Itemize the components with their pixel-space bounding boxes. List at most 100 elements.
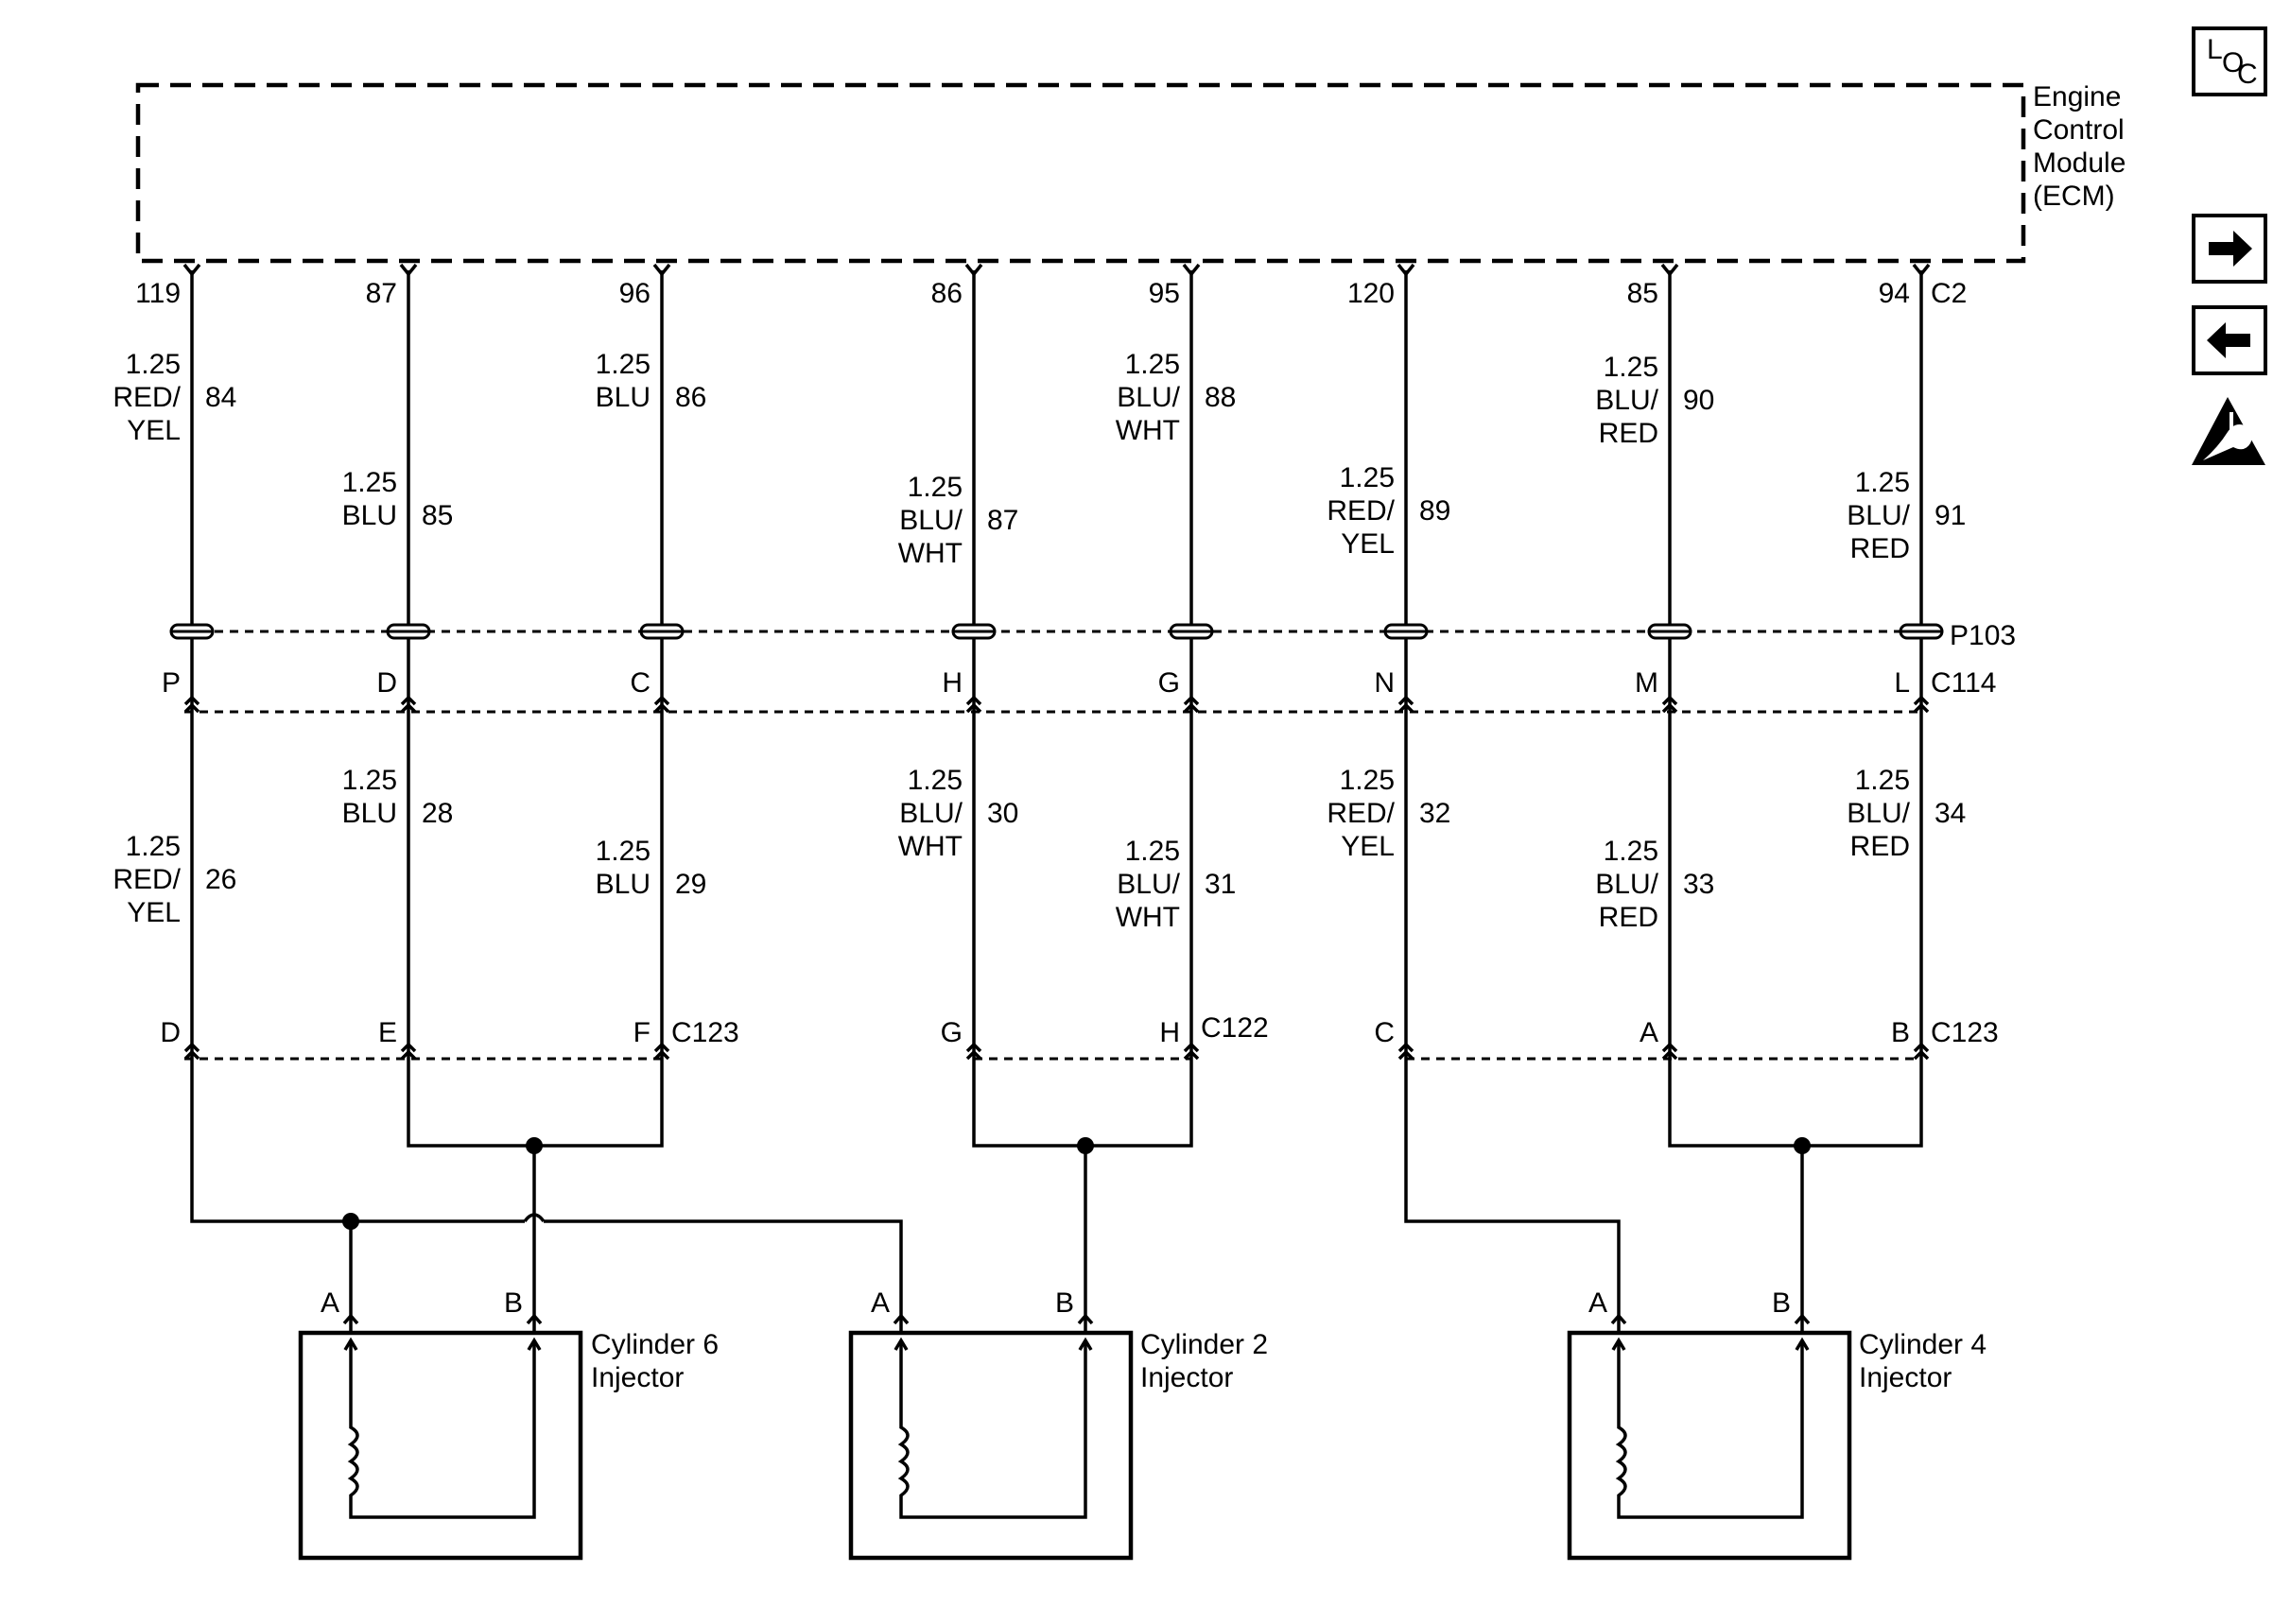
wire-gauge-86: 1.25 <box>596 349 651 380</box>
ecm-pin-terminal-85 <box>1660 263 1679 277</box>
c114-terminal-L <box>1913 695 1930 714</box>
injector-connector-pin-D: D <box>160 1017 181 1048</box>
injector-body <box>848 1330 1134 1561</box>
c123-left-label: C123 <box>671 1017 739 1048</box>
injector-terminal-b <box>1794 1313 1811 1325</box>
ecm-pin-terminal-95 <box>1182 263 1201 277</box>
circuit-number-85: 85 <box>422 500 453 531</box>
injector-connector-pin-F: F <box>633 1017 651 1048</box>
wire-color-84-1: YEL <box>127 415 181 446</box>
wire-gauge-29: 1.25 <box>596 836 651 867</box>
wire-color-34-0: BLU/ <box>1847 798 1910 829</box>
injector-pin-b-label: B <box>504 1287 523 1319</box>
wire-color-90-1: RED <box>1599 418 1658 449</box>
c123-right-label: C123 <box>1931 1017 1999 1048</box>
c114-terminal-D <box>400 695 417 714</box>
c114-pin-P: P <box>162 667 181 699</box>
connector-terminal-33 <box>1661 1042 1678 1061</box>
c114-pin-C: C <box>630 667 651 699</box>
wire-32-harness <box>1404 1059 1621 1319</box>
injector-connector-pin-A: A <box>1640 1017 1658 1048</box>
ecm-pin-terminal-87 <box>399 263 418 277</box>
ecm-label-line-3: Module <box>2033 147 2126 179</box>
ecm-pin-terminal-119 <box>182 263 201 277</box>
injector-pin-b-label: B <box>1772 1287 1791 1319</box>
injector-pin-a-label: A <box>871 1287 890 1319</box>
ecm-pin-label-95: 95 <box>1149 278 1180 309</box>
injector-inner-terminals <box>894 1337 1093 1351</box>
location-icon-l: L <box>2207 34 2223 65</box>
circuit-number-29: 29 <box>675 869 706 900</box>
ecm-pin-label-85: 85 <box>1627 278 1658 309</box>
c114-terminal-C <box>653 695 670 714</box>
injector-body <box>298 1330 583 1561</box>
circuit-number-90: 90 <box>1683 385 1714 416</box>
injector-harness <box>190 1059 1923 1319</box>
injector-terminal-b <box>1077 1313 1094 1325</box>
location-icon-frame <box>2192 26 2267 96</box>
arrow-left-icon <box>2207 322 2250 358</box>
circuit-number-33: 33 <box>1683 869 1714 900</box>
ecm-pin-terminal-86 <box>964 263 983 277</box>
c114-terminal-N <box>1397 695 1414 714</box>
wire-color-90-0: BLU/ <box>1595 385 1658 416</box>
c114-terminal-H <box>965 695 982 714</box>
injector-connector-pin-G: G <box>941 1017 963 1048</box>
connector-terminal-29 <box>653 1042 670 1061</box>
sidebar: L O C <box>2192 26 2267 465</box>
wire-26-harness <box>190 1059 525 1223</box>
wire-color-32-1: YEL <box>1341 831 1395 862</box>
previous-page-button[interactable] <box>2192 305 2267 375</box>
wire-gauge-32: 1.25 <box>1340 765 1395 796</box>
injector-inner-terminals <box>1611 1337 1810 1351</box>
ecm-label-line-4: (ECM) <box>2033 181 2115 212</box>
ecm-connector-label: C2 <box>1931 278 1967 309</box>
circuit-number-88: 88 <box>1205 382 1236 413</box>
wire-color-84-0: RED/ <box>113 382 181 413</box>
esd-warning-icon <box>2192 397 2265 465</box>
splice-dot-cyl4-b <box>1794 1137 1811 1154</box>
wire-color-88-0: BLU/ <box>1117 382 1180 413</box>
ecm-pin-terminal-94 <box>1912 263 1931 277</box>
wire-gauge-85: 1.25 <box>342 467 397 498</box>
ecm-pin-label-120: 120 <box>1347 278 1395 309</box>
location-icon-o: O <box>2222 47 2244 78</box>
injector-terminal-a <box>342 1313 359 1325</box>
wire-color-89-1: YEL <box>1341 528 1395 560</box>
injector-terminal-a <box>893 1313 910 1325</box>
wire-gauge-33: 1.25 <box>1604 836 1658 867</box>
injector-inner-terminals <box>343 1337 542 1351</box>
splice-dot-cyl6-a <box>342 1213 359 1230</box>
wire-color-26-0: RED/ <box>113 864 181 895</box>
injector-name-line-2: Injector <box>1859 1362 1952 1393</box>
injector-connector-pin-B: B <box>1891 1017 1910 1048</box>
location-button[interactable]: L O C <box>2192 26 2267 96</box>
wire-color-91-0: BLU/ <box>1847 500 1910 531</box>
circuit-number-32: 32 <box>1419 798 1450 829</box>
wire-gauge-84: 1.25 <box>126 349 181 380</box>
injector-pin-a-label: A <box>321 1287 339 1319</box>
injector-pin-b-label: B <box>1055 1287 1074 1319</box>
wire-color-31-1: WHT <box>1116 902 1180 933</box>
circuit-number-26: 26 <box>205 864 236 895</box>
c114-terminal-M <box>1661 695 1678 714</box>
circuit-number-34: 34 <box>1935 798 1966 829</box>
c114-pin-L: L <box>1894 667 1910 699</box>
wire-color-89-0: RED/ <box>1327 495 1395 527</box>
circuit-number-84: 84 <box>205 382 236 413</box>
wire-gauge-28: 1.25 <box>342 765 397 796</box>
circuit-number-30: 30 <box>987 798 1018 829</box>
injector-name-line-1: Cylinder 4 <box>1859 1329 1987 1360</box>
wire-color-30-0: BLU/ <box>899 798 963 829</box>
injector-terminal-a <box>1610 1313 1627 1325</box>
splice-wire-cyl2-power <box>972 1059 1193 1148</box>
ecm-label-line-2: Control <box>2033 114 2125 146</box>
wire-gauge-87: 1.25 <box>908 472 963 503</box>
next-page-button[interactable] <box>2192 214 2267 284</box>
circuit-number-87: 87 <box>987 505 1018 536</box>
